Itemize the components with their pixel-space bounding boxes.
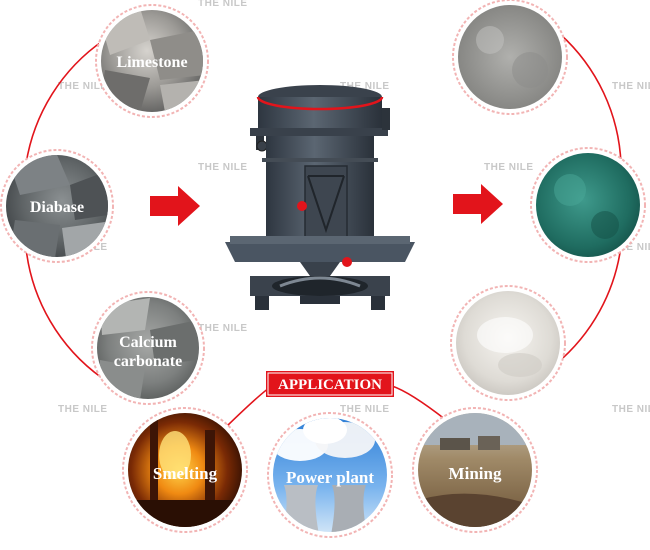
- watermark: THE NILE: [198, 323, 248, 334]
- watermark: THE NILE: [612, 81, 650, 92]
- application-power-plant: Power plant: [267, 412, 393, 538]
- calcium-label-line2: carbonate: [114, 353, 182, 370]
- green-powder-photo: [536, 153, 640, 257]
- limestone-label: Limestone: [116, 54, 187, 71]
- power-plant-label: Power plant: [286, 468, 374, 487]
- watermark: THE NILE: [612, 242, 650, 253]
- watermark: THE NILE: [58, 81, 108, 92]
- watermark: THE NILE: [198, 0, 248, 9]
- watermark: THE NILE: [484, 162, 534, 173]
- application-banner: APPLICATION: [266, 371, 394, 397]
- input-arrow-icon: [150, 186, 200, 226]
- calcium-label-line1: Calcium: [119, 334, 177, 351]
- application-mining: Mining: [412, 407, 538, 533]
- application-title: APPLICATION: [278, 377, 382, 393]
- material-calcium-carbonate: Calcium carbonate: [91, 291, 205, 405]
- arc-app-left: [225, 385, 273, 428]
- application-smelting: Smelting: [122, 407, 248, 533]
- arc-left-top: [25, 39, 105, 165]
- arc-left-bottom: [25, 247, 103, 379]
- watermark: THE NILE: [340, 81, 390, 92]
- watermark: THE NILE: [612, 404, 650, 415]
- smelting-label: Smelting: [153, 464, 218, 483]
- watermark: THE NILE: [198, 162, 248, 173]
- material-limestone: Limestone: [95, 4, 209, 118]
- output-arrow-icon: [453, 184, 503, 224]
- grinding-mill-illustration: [225, 85, 415, 310]
- diabase-label: Diabase: [30, 199, 84, 216]
- watermark: THE NILE: [58, 404, 108, 415]
- connector-arcs: [25, 33, 622, 428]
- arc-app-right: [391, 385, 447, 421]
- watermark: THE NILE: [340, 404, 390, 415]
- mining-label: Mining: [449, 464, 502, 483]
- material-diabase: Diabase: [0, 149, 114, 263]
- arc-right-top: [559, 33, 622, 165]
- output-powder-1: [452, 0, 568, 115]
- arc-right-bottom: [555, 245, 622, 365]
- output-powder-2: [530, 147, 646, 263]
- grey-powder-photo: [458, 5, 562, 109]
- output-powder-3: [450, 285, 566, 401]
